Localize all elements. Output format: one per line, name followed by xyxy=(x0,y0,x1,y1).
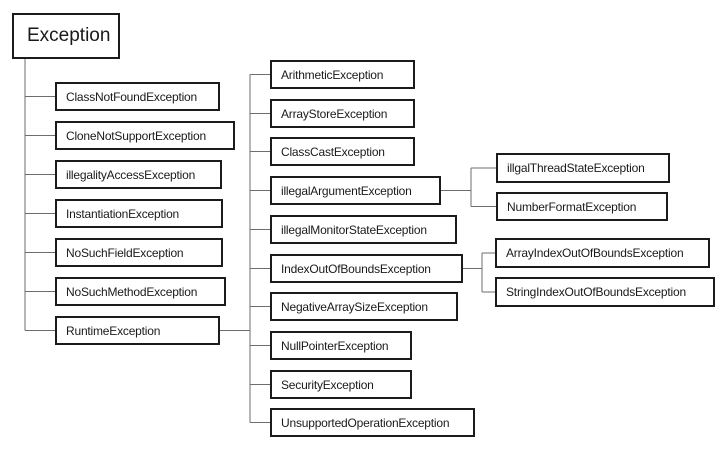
connector-index-out-of-bounds-children xyxy=(463,252,495,293)
node-illegality-access-exception: illegalityAccessException xyxy=(55,160,222,189)
connector-exception-children xyxy=(24,59,55,332)
node-clone-not-support-exception: CloneNotSupportException xyxy=(55,121,235,150)
node-null-pointer-exception: NullPointerException xyxy=(270,331,412,360)
node-number-format-exception: NumberFormatException xyxy=(496,192,668,221)
node-instantiation-exception: InstantiationException xyxy=(55,199,223,228)
node-class-not-found-exception: ClassNotFoundException xyxy=(55,82,220,111)
node-no-such-field-exception: NoSuchFieldException xyxy=(55,238,223,267)
node-no-such-method-exception: NoSuchMethodException xyxy=(55,277,226,306)
node-index-out-of-bounds-exception: IndexOutOfBoundsException xyxy=(270,254,463,283)
node-arithmetic-exception: ArithmeticException xyxy=(270,60,415,89)
node-class-cast-exception: ClassCastException xyxy=(270,137,415,166)
connector-runtime-children xyxy=(220,73,270,424)
node-unsupported-operation-exception: UnsupportedOperationException xyxy=(270,408,475,437)
node-string-index-out-of-bounds-exception: StringIndexOutOfBoundsException xyxy=(495,277,715,307)
node-negative-array-size-exception: NegativeArraySizeException xyxy=(270,292,458,321)
node-exception: Exception xyxy=(12,13,120,59)
node-array-index-out-of-bounds-exception: ArrayIndexOutOfBoundsException xyxy=(495,238,710,268)
connector-illegal-argument-children xyxy=(441,167,496,208)
node-array-store-exception: ArrayStoreException xyxy=(270,99,415,128)
node-illegal-monitor-state-exception: illegalMonitorStateException xyxy=(270,215,457,244)
node-runtime-exception: RuntimeException xyxy=(55,316,220,345)
node-security-exception: SecurityException xyxy=(270,370,412,399)
node-illgal-thread-state-exception: illgalThreadStateException xyxy=(496,153,670,183)
node-illegal-argument-exception: illegalArgumentException xyxy=(270,176,441,205)
